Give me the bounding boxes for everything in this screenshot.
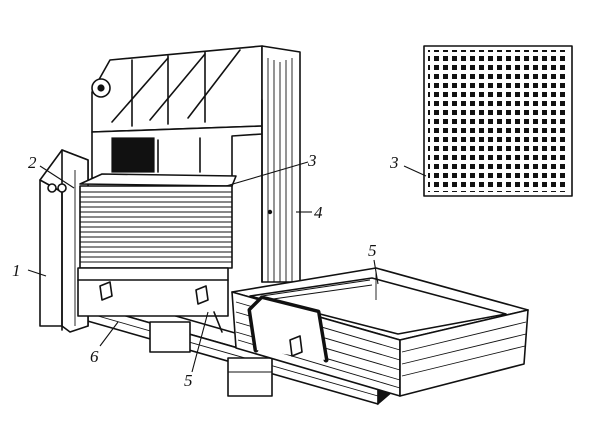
control-knob-icon <box>57 183 67 193</box>
label-5-box: 5 <box>184 371 193 390</box>
control-knob-icon <box>47 183 57 193</box>
sheet-stack <box>79 173 237 269</box>
perforated-plate <box>423 45 573 197</box>
lower-box <box>77 267 229 333</box>
label-1: 1 <box>12 261 21 280</box>
label-5-tray: 5 <box>368 241 377 260</box>
machine-column <box>91 45 301 283</box>
label-2: 2 <box>28 153 37 172</box>
label-4: 4 <box>314 203 323 222</box>
label-3-plate: 3 <box>389 153 399 172</box>
perforation-pattern <box>428 50 568 192</box>
label-3-column: 3 <box>307 151 317 170</box>
tray-pan <box>231 267 529 397</box>
leader-lines <box>27 161 427 373</box>
label-6: 6 <box>90 347 99 366</box>
